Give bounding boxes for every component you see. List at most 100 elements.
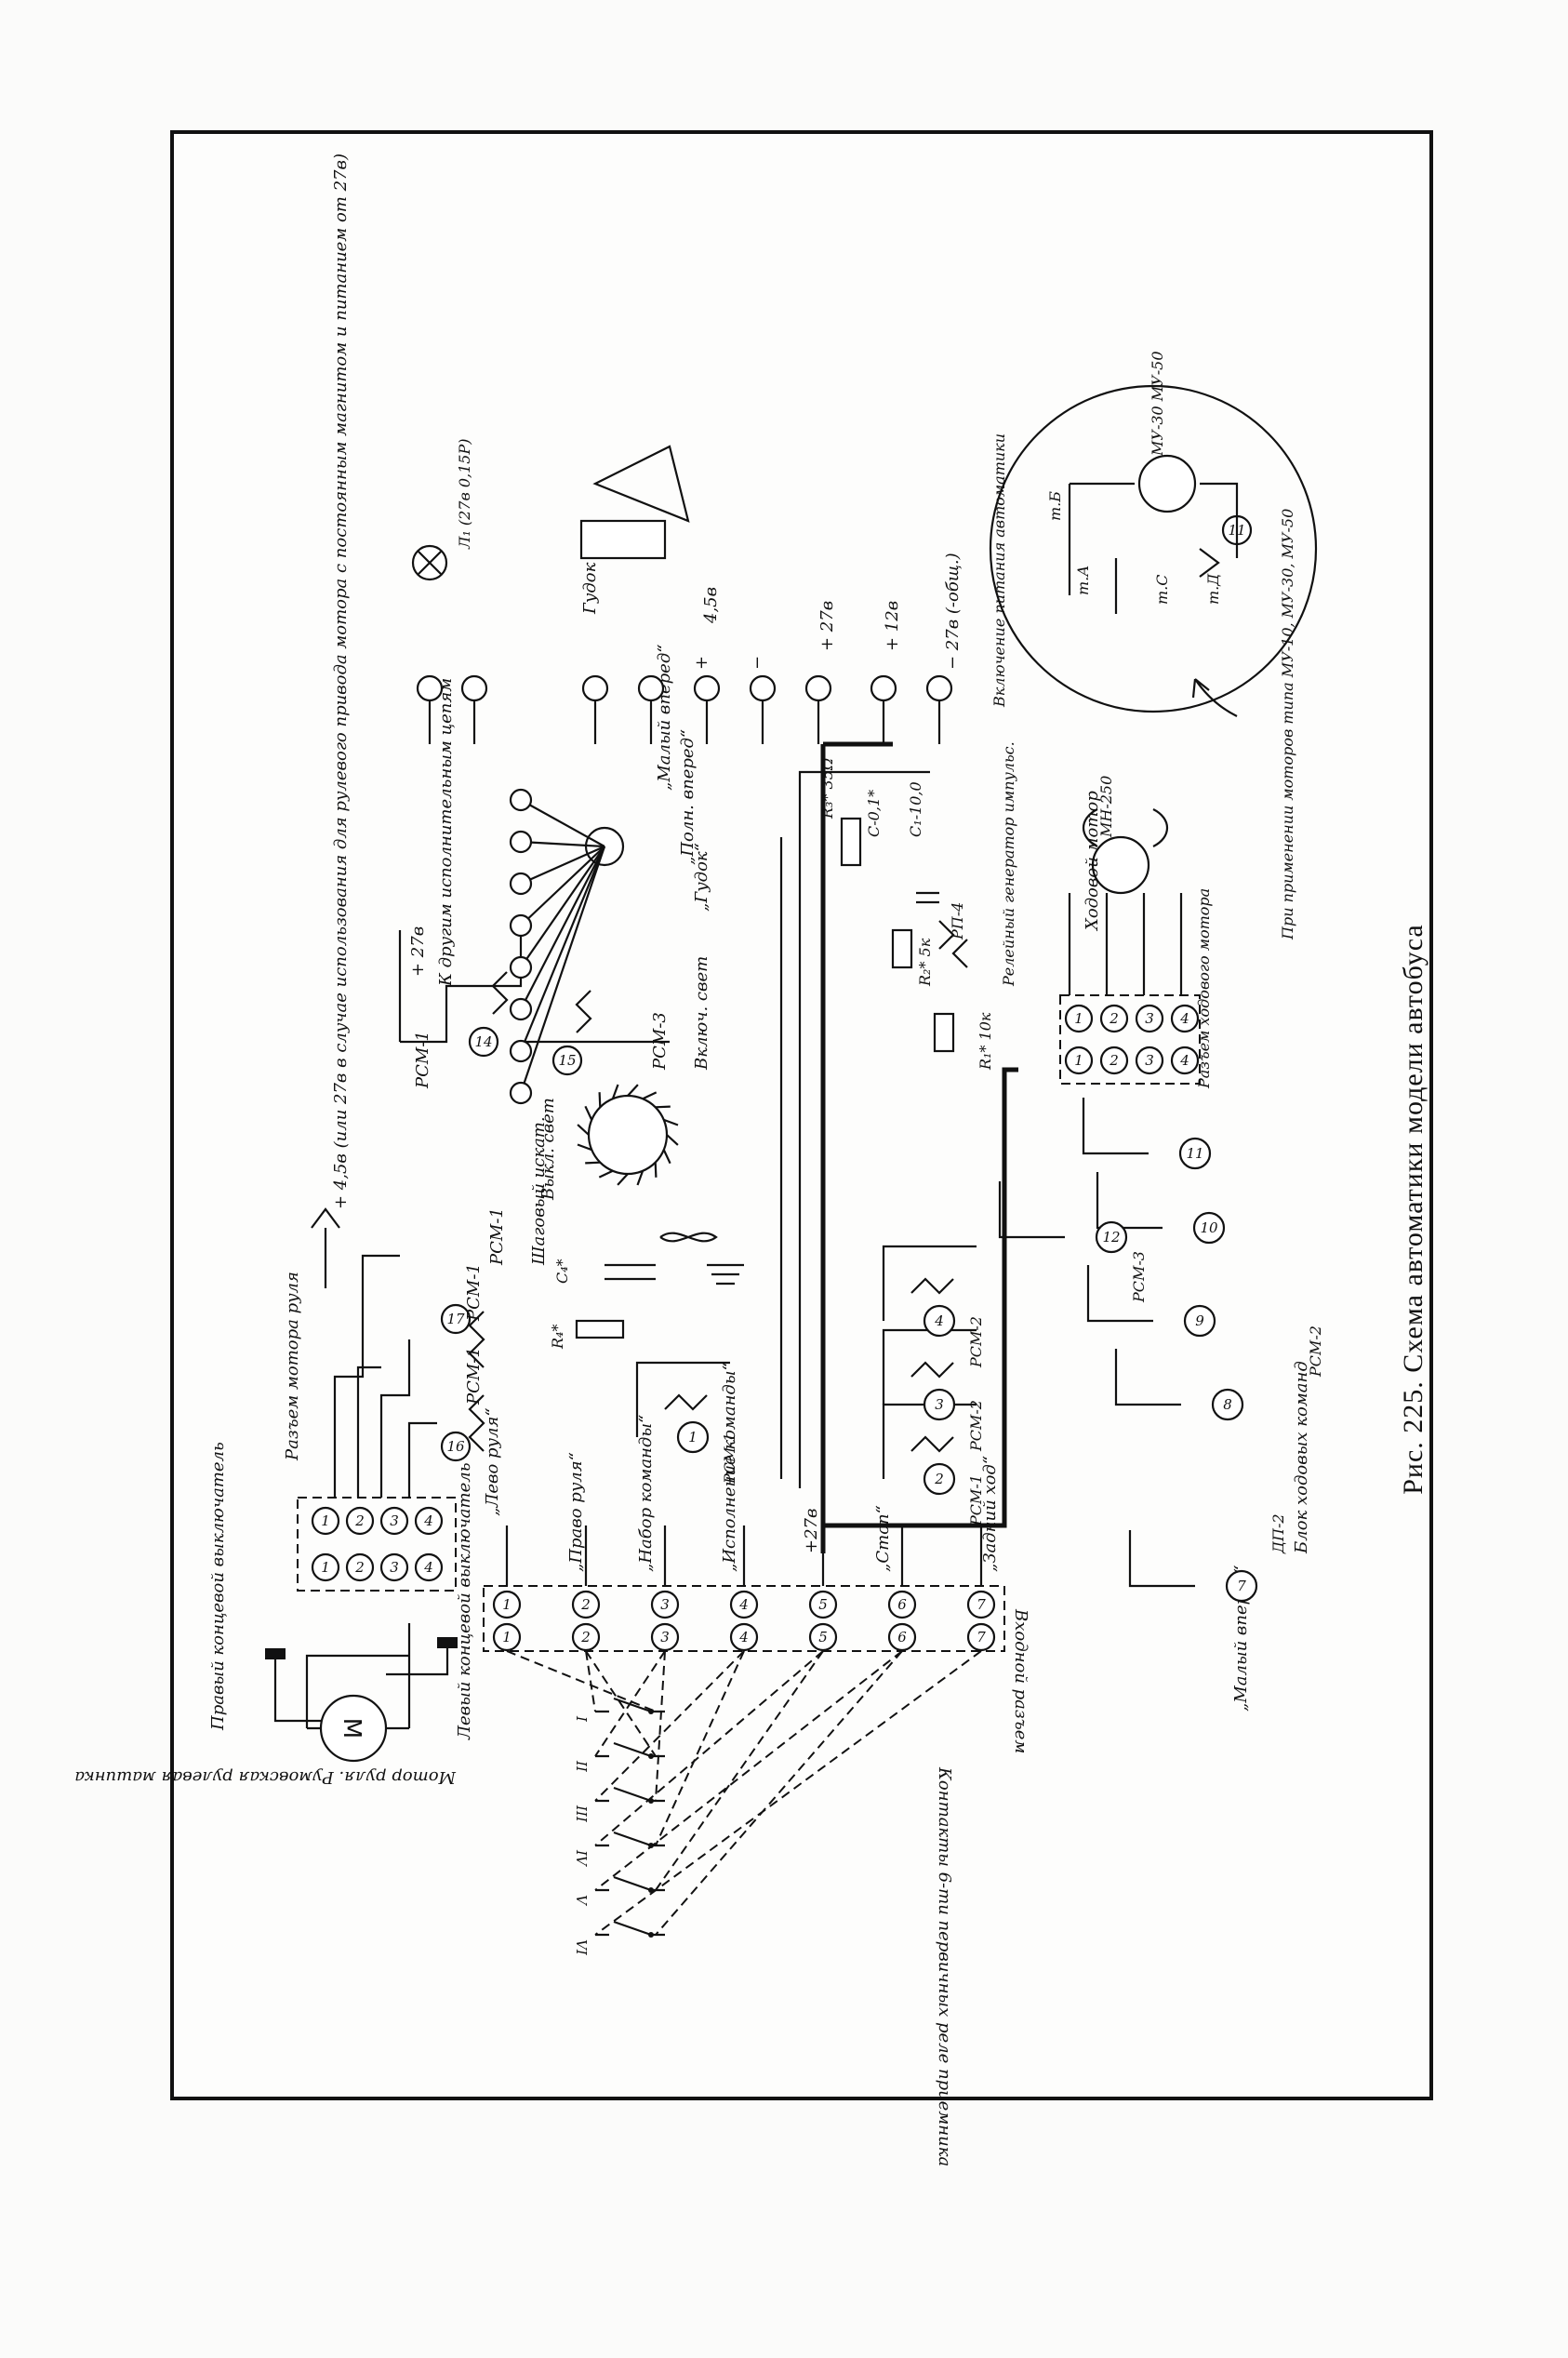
relay-16-circle <box>440 1431 472 1462</box>
input-pin-b-5-number: 5 <box>818 1629 828 1645</box>
plus-sign: + <box>692 656 711 670</box>
input-pin-b-3 <box>650 1622 680 1652</box>
drive-pin-a-3-number: 3 <box>1145 1010 1154 1027</box>
drive-pin-b-2 <box>1099 1046 1129 1075</box>
relay-17-number: 17 <box>446 1311 465 1327</box>
drive-relay-8-circle <box>1211 1388 1244 1421</box>
drive-connector-label: Разъем ходового мотора <box>1195 888 1213 1089</box>
drive-pin-a-1-number: 1 <box>1074 1010 1083 1027</box>
relay-1-wire <box>635 1361 730 1437</box>
steer-motor-group: M Мотор руля. Румовская рулевая машинка … <box>74 1442 474 1787</box>
input-pin-b-1 <box>492 1622 522 1652</box>
receiver-dashed-links <box>506 1650 982 1936</box>
steer-pin-b-1 <box>311 1552 340 1582</box>
relay-14-number: 14 <box>474 1033 492 1050</box>
relay-1-type: РСМ-1 <box>721 1432 738 1485</box>
receiver-switch-pivot-6 <box>648 1932 654 1938</box>
input-pin-b-3-number: 3 <box>660 1629 670 1645</box>
relay-17-circle <box>440 1303 472 1335</box>
input-pin-b-2 <box>571 1622 601 1652</box>
tC-label: т.С <box>1153 575 1171 606</box>
rsm1-light: РСМ-1 <box>413 1031 432 1089</box>
steer-motor-symbol: M <box>338 1718 365 1739</box>
rail-terminal-1 <box>416 674 444 702</box>
receiver-switch-label-6: VI <box>573 1939 590 1956</box>
steer-pin-b-1-number: 1 <box>321 1559 330 1576</box>
dashed-link-3 <box>594 1650 745 1802</box>
motor-inset: МУ-30 МУ-50 11 т.А т.Б т.С т.Д При приме… <box>989 351 1318 940</box>
drive-pin-b-4-number: 4 <box>1179 1052 1189 1069</box>
relay-15-number: 15 <box>558 1052 576 1069</box>
drive-pin-a-4 <box>1170 1004 1200 1033</box>
rail12-label: + 12в <box>883 601 902 651</box>
input-pin-a-7-number: 7 <box>977 1596 986 1613</box>
receiver-switch-pivot-5 <box>648 1887 654 1893</box>
right-switch-label: Правый концевой выключатель <box>208 1442 228 1731</box>
drive-relay-9-number: 9 <box>1195 1312 1204 1329</box>
drive-motor-label: Ходовой мотор <box>1083 791 1102 932</box>
c4-label: C₄* <box>553 1259 571 1284</box>
plus-45-arrow <box>311 1207 340 1288</box>
steer-pin-b-4-number: 4 <box>423 1559 433 1576</box>
input-pin-a-4-number: 4 <box>738 1596 749 1613</box>
relay-generator: R₃* 35Ω C-0,1* C₁-10,0 R₂* 5к R₁* 10к РП… <box>818 741 1017 1071</box>
input-pin-a-1-number: 1 <box>502 1596 512 1613</box>
selector-terminal-8 <box>509 1081 533 1105</box>
inset-motor <box>1137 454 1197 513</box>
relay-16-number: 16 <box>446 1438 465 1455</box>
rail-terminal-4 <box>637 674 665 702</box>
plus27-label: +27в <box>802 1509 821 1553</box>
drive-pin-a-2-number: 2 <box>1109 1010 1119 1027</box>
relay-3-type: РСМ-2 <box>967 1400 985 1452</box>
dashed-link-2 <box>585 1650 666 1757</box>
selector-terminal-6 <box>509 997 533 1021</box>
steer-pin-b-2-number: 2 <box>354 1559 365 1576</box>
selector-spoke-7 <box>519 846 606 1052</box>
rail27-label: + 27в <box>817 601 837 651</box>
relay-4-type: РСМ-2 <box>967 1316 985 1368</box>
motor-note-label: При применении моторов типа МУ-10, МУ-30… <box>1279 509 1296 940</box>
tA-label: т.А <box>1074 566 1092 595</box>
rsm1-c: РСМ-1 <box>464 1347 484 1405</box>
r2-resistor <box>891 928 913 969</box>
step-finder-wheel <box>587 1094 669 1176</box>
receiver-switch-label-5: V <box>573 1895 590 1907</box>
input-pin-a-3 <box>650 1590 680 1619</box>
light-relays: 14 15 РСМ-1 РСМ-3 Выкл. свет Включ. свет <box>398 930 711 1201</box>
receiver-switch-label-1: I <box>573 1715 590 1723</box>
drive-relay-7-number: 7 <box>1237 1578 1246 1594</box>
steer-motor-label: Мотор руля. Румовская рулевая машинка <box>74 1767 457 1787</box>
horn-label: Гудок <box>580 562 600 615</box>
selector-terminal-2 <box>509 830 533 854</box>
input-pin-b-4 <box>729 1622 759 1652</box>
step-finder: Шаговый искат. R₄* C₄* <box>529 1084 744 1350</box>
minus-sign: − <box>748 656 767 670</box>
relay-3-number: 3 <box>935 1396 944 1413</box>
light-off-label: Выкл. свет <box>538 1098 558 1201</box>
drive-block: Блок ходовых команд „Малый вперед“ ДП-2 … <box>998 1098 1324 1712</box>
relay-2-circle <box>923 1462 956 1496</box>
steer-pin-a-2-number: 2 <box>354 1512 365 1529</box>
right-limit-switch <box>265 1648 286 1659</box>
output-selector: + 27в К другим исполнительным цепям „Гуд… <box>408 645 711 1105</box>
dashed-link-5 <box>594 1650 903 1891</box>
steer-connector-box <box>297 1497 457 1592</box>
figure-frame <box>170 130 1433 2100</box>
relay-15-circle <box>551 1045 583 1076</box>
input-pin-b-6-number: 6 <box>897 1629 907 1645</box>
rail-terminal-6 <box>749 674 777 702</box>
c1-capacitor <box>916 891 939 904</box>
drive-pin-a-2 <box>1099 1004 1129 1033</box>
relay-3-circle <box>923 1388 956 1421</box>
input-pin-b-6 <box>887 1622 917 1652</box>
drive-pin-a-4-number: 4 <box>1179 1010 1189 1027</box>
light-on-label: Включ. свет <box>692 956 711 1071</box>
selector-spoke-8 <box>519 846 606 1094</box>
input-pin-b-7-number: 7 <box>977 1629 986 1645</box>
relay-4-wire <box>882 1245 977 1321</box>
steer-pin-b-2 <box>345 1552 375 1582</box>
r4-label: R₄* <box>549 1325 566 1350</box>
drive-pin-b-3 <box>1135 1046 1164 1075</box>
